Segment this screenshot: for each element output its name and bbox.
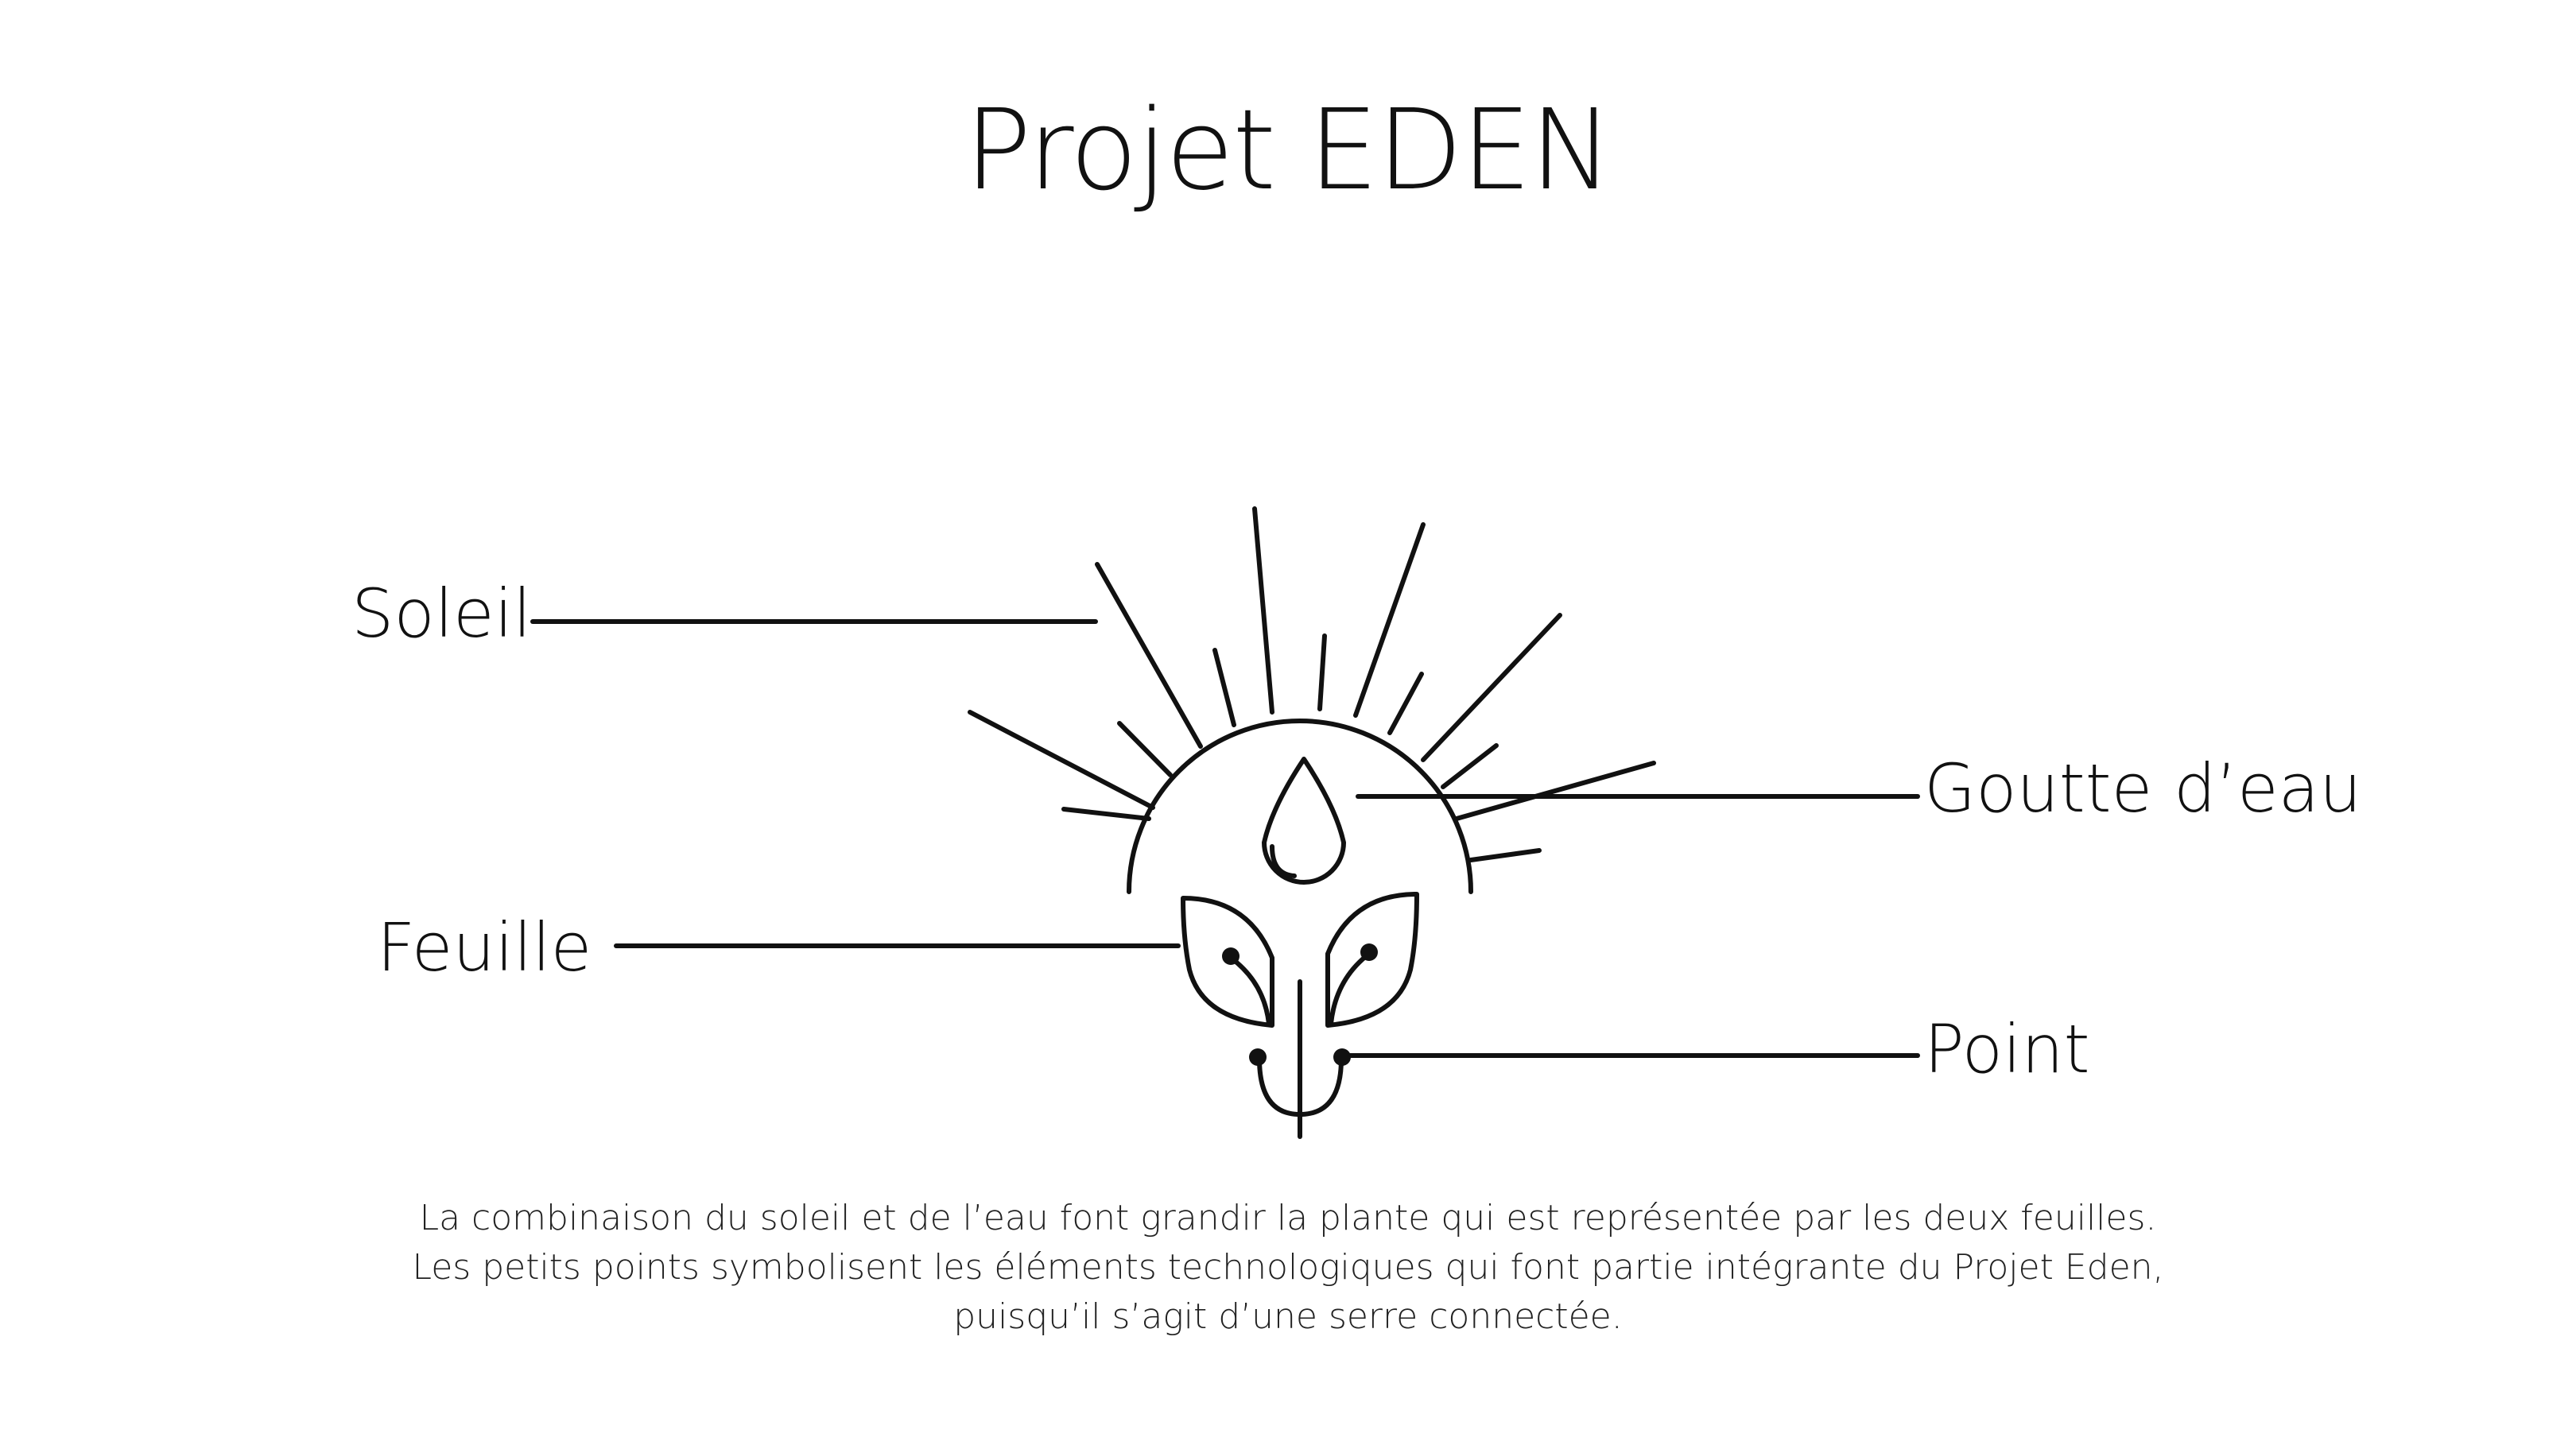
sun-ray [1441, 743, 1499, 789]
sun-ray [1212, 648, 1236, 727]
caption: La combinaison du soleil et de l’eau fon… [0, 1194, 2576, 1342]
sun-ray [1454, 761, 1656, 821]
sun-ray [1252, 506, 1274, 715]
leaf-left [1181, 896, 1274, 1028]
caption-line: puisqu’il s’agit d’une serre connectée. [953, 1296, 1623, 1337]
label-goutte: Goutte d’eau [1924, 750, 2362, 827]
leaf-right-vein [1329, 951, 1371, 1026]
sun-ray [1387, 672, 1424, 735]
caption-line: Les petits points symbolisent les élémen… [412, 1247, 2164, 1288]
sun-ray [1095, 562, 1203, 749]
tech-dot [1249, 1048, 1267, 1066]
water-drop-highlight [1270, 844, 1297, 878]
sun-arc [1127, 719, 1473, 894]
label-soleil: Soleil [351, 575, 532, 653]
tech-dots [1222, 943, 1378, 1066]
sun-ray [1421, 613, 1562, 762]
sun-ray [1317, 633, 1327, 711]
leaf-left-vein [1228, 955, 1271, 1026]
tech-dot [1360, 943, 1378, 961]
page-title: Projet EDEN [964, 86, 1613, 215]
label-point: Point [1924, 1010, 2090, 1088]
sun-ray [968, 710, 1155, 810]
water-drop [1262, 757, 1346, 885]
stem-left-branch [1257, 1056, 1300, 1117]
sun-ray [1061, 807, 1151, 821]
stem-right-branch [1300, 1056, 1344, 1117]
tech-dot [1333, 1048, 1351, 1066]
label-feuille: Feuille [377, 908, 592, 986]
leaf-right [1325, 892, 1419, 1028]
sun-ray [1353, 522, 1426, 718]
caption-line: La combinaison du soleil et de l’eau fon… [419, 1198, 2157, 1238]
sun-ray [1117, 721, 1173, 777]
sun-ray [1468, 848, 1542, 862]
sun-rays [968, 506, 1656, 862]
tech-dot [1222, 947, 1240, 965]
